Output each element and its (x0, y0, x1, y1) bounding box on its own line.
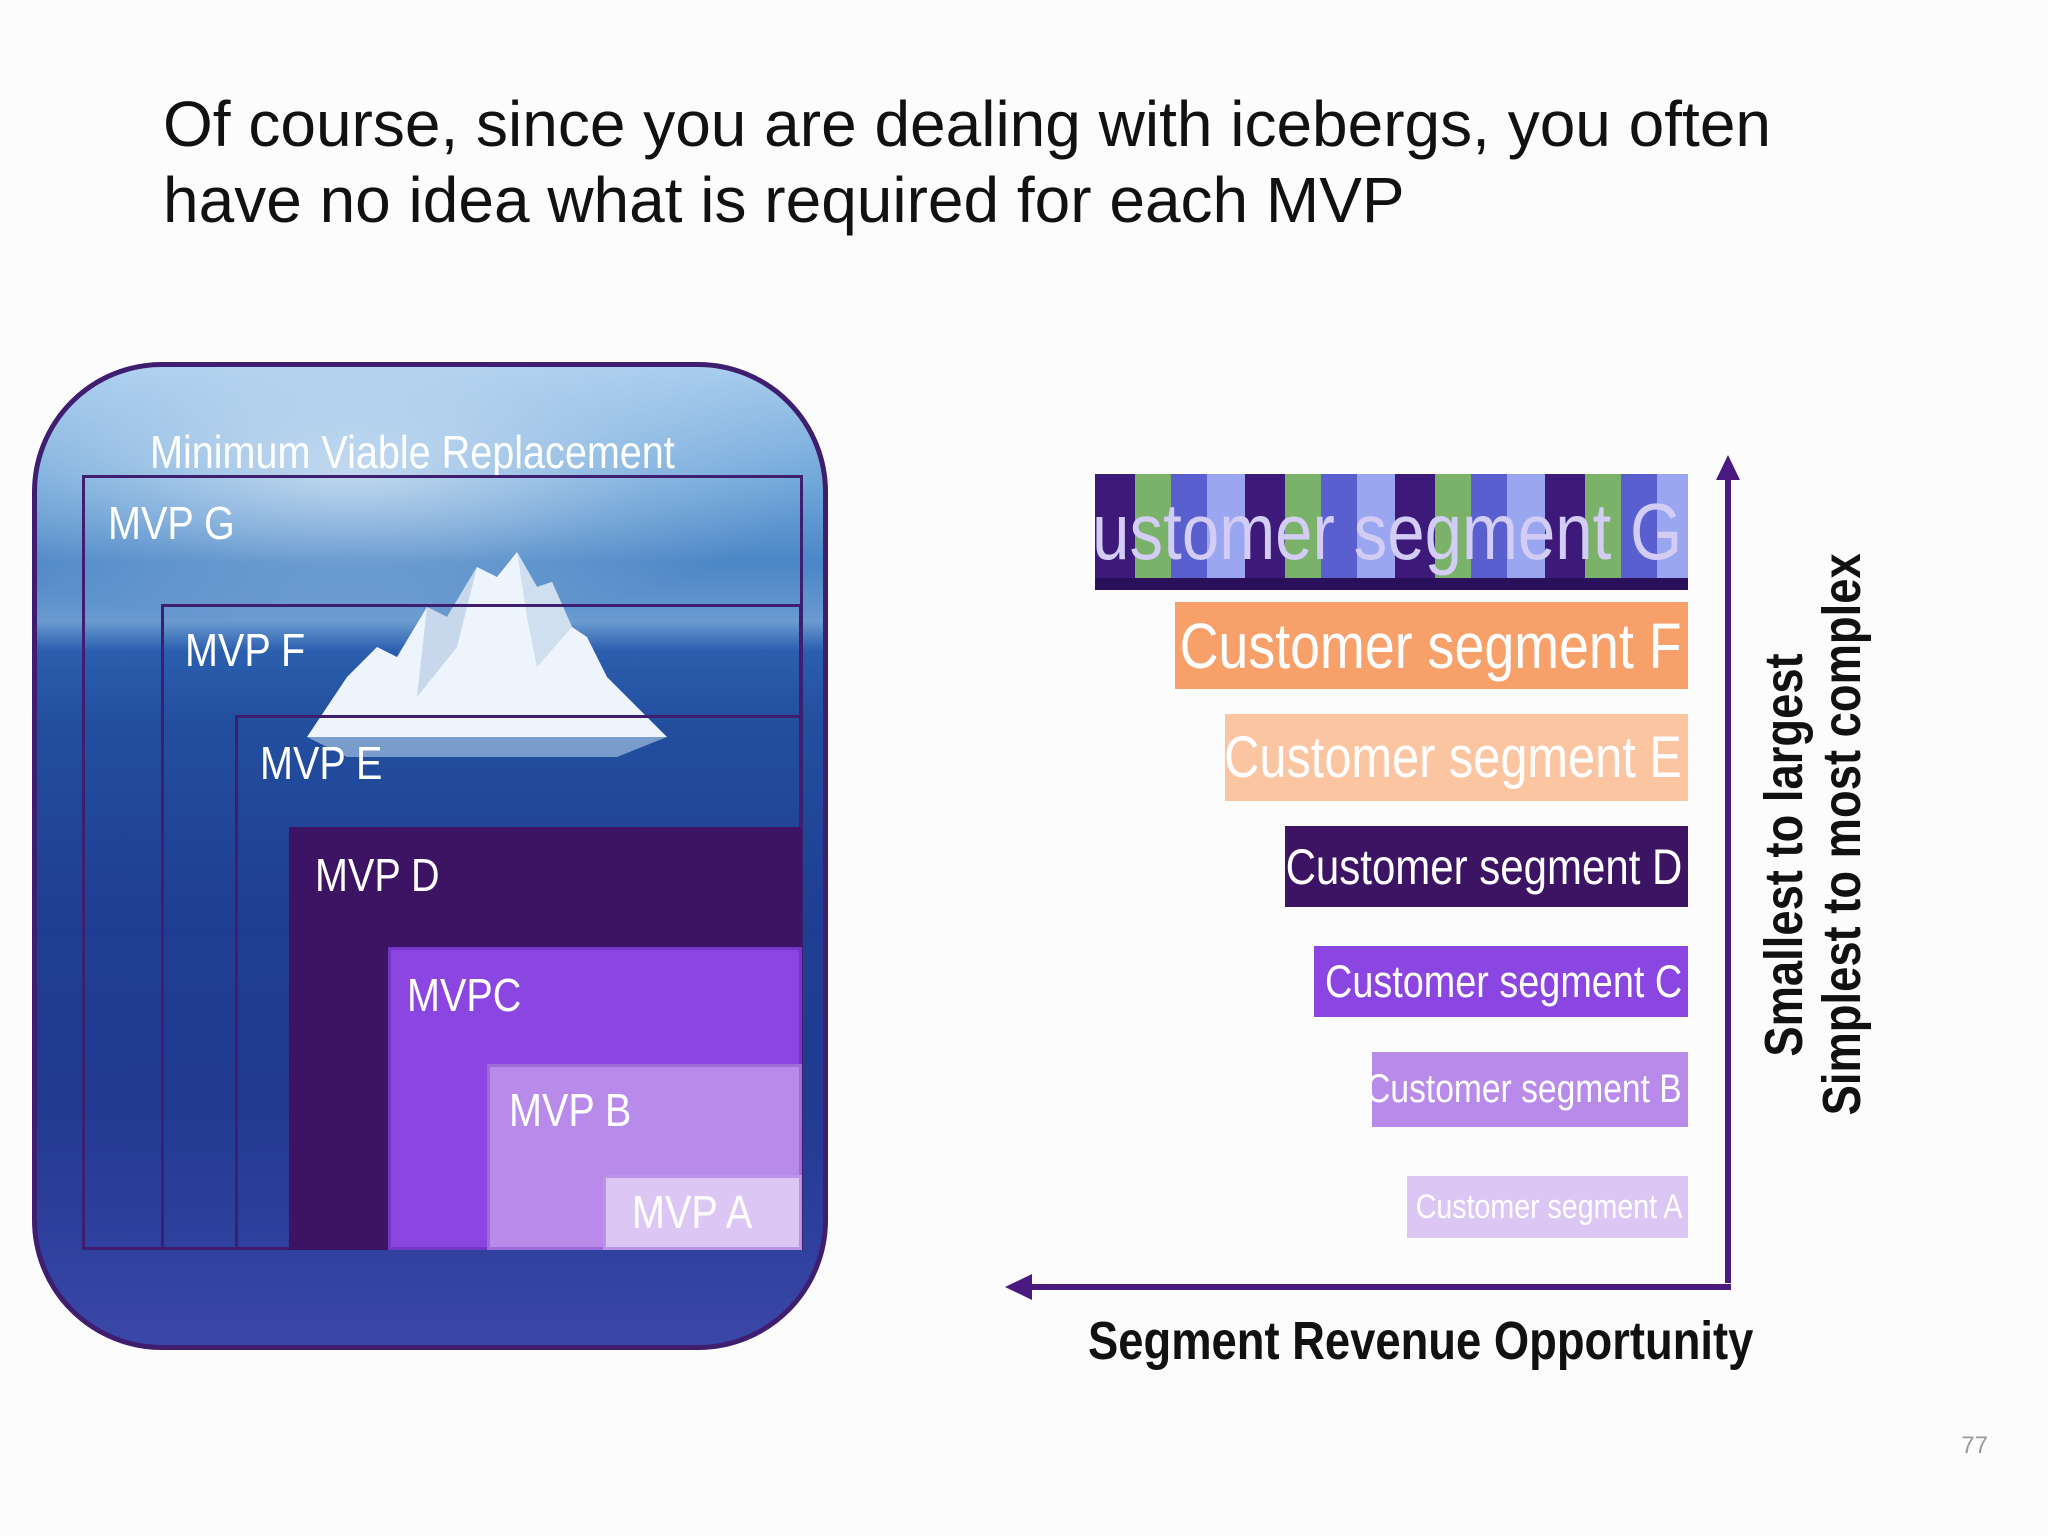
segment-g-bar: Customer segment G (1095, 474, 1688, 590)
segment-c-label: Customer segment C (1324, 955, 1682, 1007)
mvr-header: Minimum Viable Replacement (150, 426, 675, 478)
segment-c-bar: Customer segment C (1314, 946, 1688, 1017)
page-number: 77 (1961, 1432, 1988, 1459)
y-axis-label-line-1: Smallest to largest (1754, 653, 1814, 1057)
segment-b-bar: Customer segment B (1372, 1052, 1688, 1127)
mvp-b-label: MVP B (509, 1084, 632, 1136)
segment-b-label: Customer segment B (1372, 1067, 1682, 1111)
mvp-a-label: MVP A (632, 1186, 753, 1238)
y-axis-label-line-2: Simplest to most complex (1812, 553, 1872, 1116)
slide-title: Of course, since you are dealing with ic… (163, 86, 1983, 238)
title-line-1: Of course, since you are dealing with ic… (163, 88, 1771, 160)
y-axis-label: Smallest to largest Simplest to most com… (1754, 545, 1885, 1165)
segment-f-bar: Customer segment F (1175, 602, 1688, 689)
mvp-c-label: MVPC (407, 969, 522, 1021)
mvp-e-label: MVP E (260, 737, 383, 789)
segment-e-label: Customer segment E (1225, 725, 1682, 790)
segment-g-underline (1095, 578, 1688, 590)
x-axis-label: Segment Revenue Opportunity (1088, 1311, 1754, 1371)
segment-d-bar: Customer segment D (1285, 826, 1688, 907)
segment-e-bar: Customer segment E (1225, 714, 1688, 801)
mvp-f-label: MVP F (185, 624, 306, 676)
iceberg-image (307, 552, 667, 757)
x-axis-arrow (1005, 1274, 1032, 1300)
segment-g-stripes (1095, 474, 1688, 590)
title-line-2: have no idea what is required for each M… (163, 164, 1405, 236)
mvp-g-label: MVP G (108, 497, 235, 549)
mvp-d-label: MVP D (315, 849, 440, 901)
segment-a-label: Customer segment A (1415, 1187, 1682, 1226)
segment-d-label: Customer segment D (1285, 838, 1682, 895)
segment-g-label: Customer segment G (1095, 487, 1682, 576)
segment-a-bar: Customer segment A (1407, 1176, 1688, 1238)
mvp-a-box (603, 1175, 802, 1250)
segment-f-label: Customer segment F (1180, 609, 1682, 682)
sky-haze (37, 367, 823, 627)
y-axis-arrow (1716, 455, 1740, 480)
iceberg-panel: Minimum Viable Replacement MVP G MVP F M… (32, 362, 828, 1350)
